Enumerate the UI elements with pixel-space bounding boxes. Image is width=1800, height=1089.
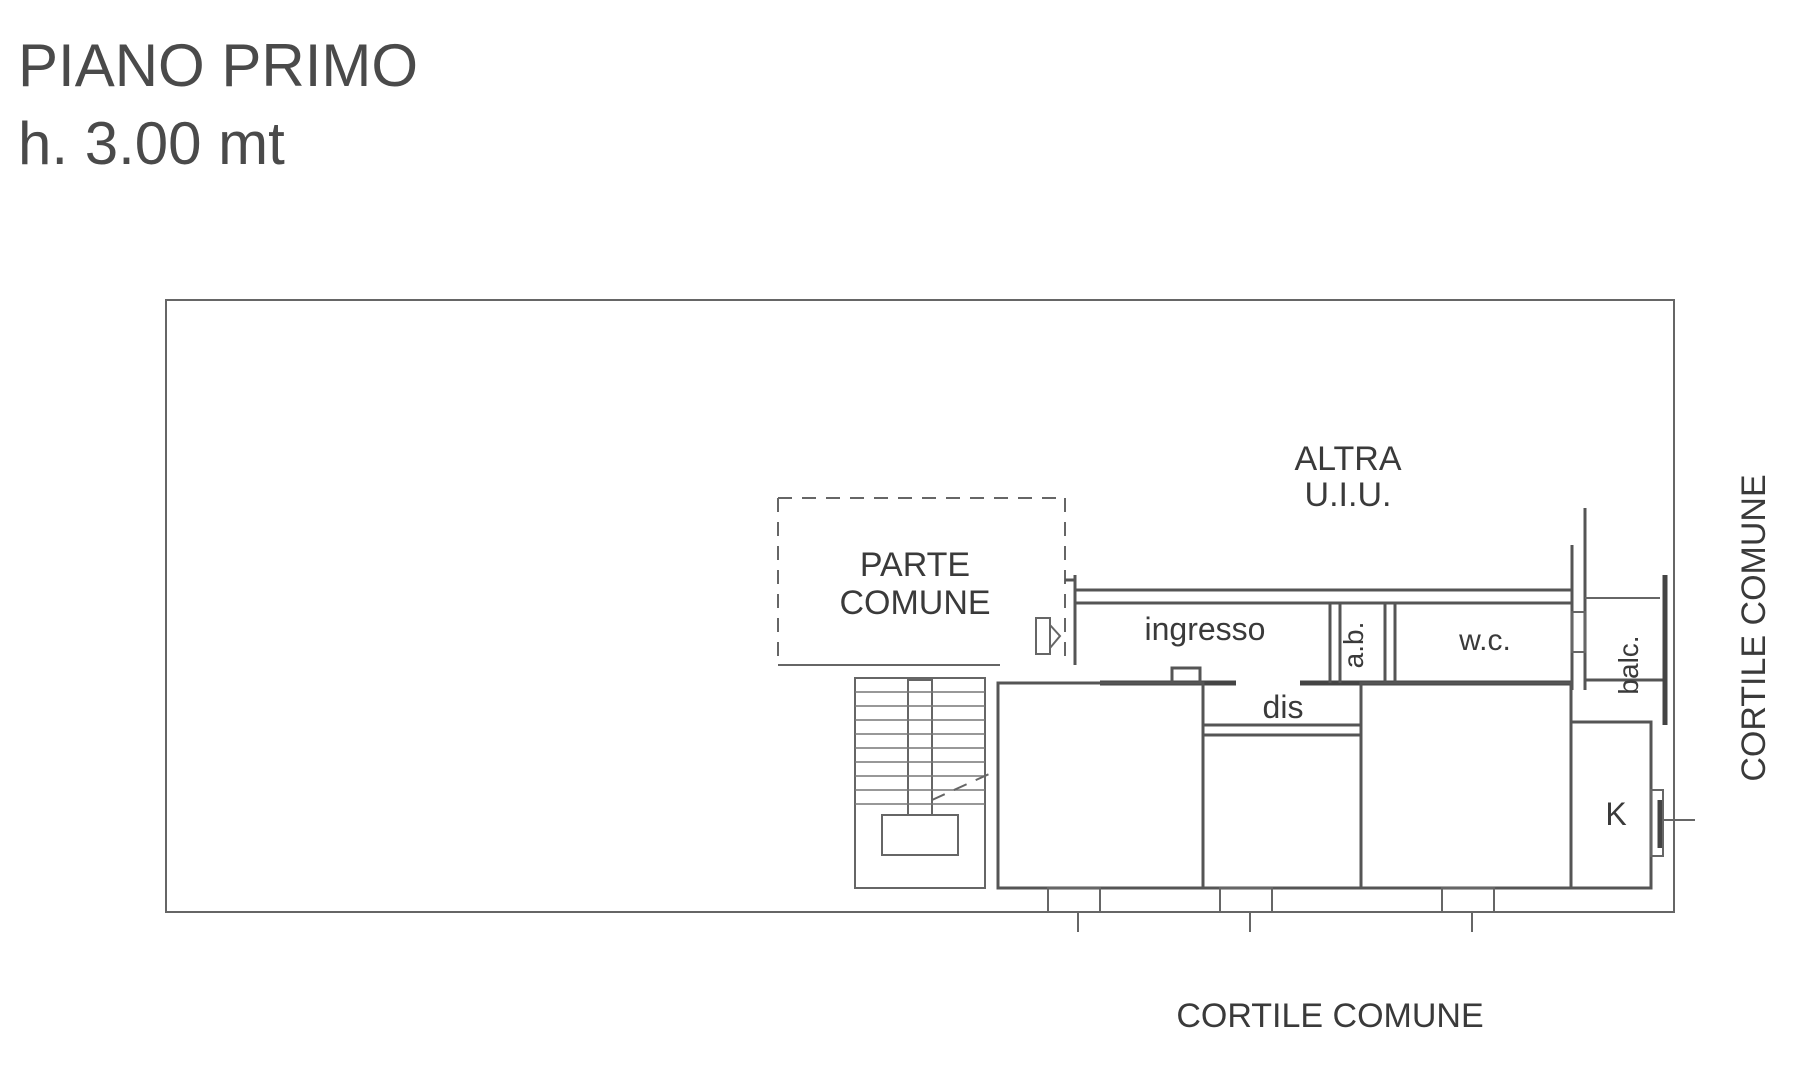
label-parte-1: PARTE xyxy=(860,546,970,584)
plan-title: PIANO PRIMO xyxy=(18,32,419,99)
facade-windows xyxy=(1047,887,1495,932)
label-altra-1: ALTRA xyxy=(1294,440,1401,478)
label-balc: balc. xyxy=(1613,635,1644,694)
label-ab: a.b. xyxy=(1338,622,1369,669)
ceiling-height: h. 3.00 mt xyxy=(18,110,285,177)
label-kitchen: K xyxy=(1605,796,1626,832)
upper-rooms xyxy=(1035,508,1587,690)
label-ingresso: ingresso xyxy=(1145,611,1266,647)
label-altra-2: U.I.U. xyxy=(1305,476,1392,514)
lower-rooms xyxy=(996,575,1695,890)
label-wc: w.c. xyxy=(1458,624,1511,657)
label-parte-2: COMUNE xyxy=(839,584,990,622)
label-cortile-right: CORTILE COMUNE xyxy=(1735,474,1773,781)
label-dis: dis xyxy=(1263,689,1304,725)
label-cortile-bottom: CORTILE COMUNE xyxy=(1176,997,1483,1035)
building-outline xyxy=(165,299,1675,913)
staircase xyxy=(854,677,999,889)
